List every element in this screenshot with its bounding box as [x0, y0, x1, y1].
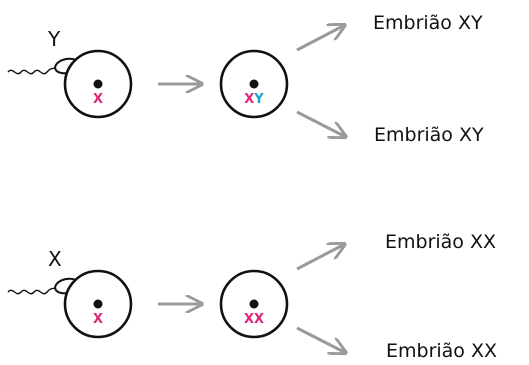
egg-nucleus [93, 299, 103, 309]
egg-chromosome-x: X [93, 92, 103, 107]
egg-chromosome-x: X [93, 312, 103, 327]
arrow-to-embryo-upper [296, 245, 343, 271]
sperm-label-y: Y [47, 27, 61, 51]
zygote-cell: XY [219, 49, 289, 119]
row-x-sperm: X X XX Embrião XX Embrião XX [7, 231, 497, 362]
egg-cell: X [63, 269, 133, 339]
embryo-label-lower: Embrião XY [374, 124, 484, 146]
egg-cell: X [63, 49, 133, 119]
embryo-label-upper: Embrião XY [373, 12, 483, 34]
sperm-label-x: X [48, 247, 62, 271]
embryo-label-upper: Embrião XX [385, 231, 496, 253]
embryo-label-lower: Embrião XX [386, 340, 497, 362]
arrow-to-embryo-lower [296, 326, 344, 352]
zygote-chromosomes: XY [244, 92, 264, 107]
zygote-nucleus [249, 299, 259, 309]
egg-nucleus [93, 79, 103, 89]
zygote-nucleus [249, 79, 259, 89]
arrow-to-embryo-lower [296, 110, 344, 136]
zygote-chromosomes: XX [244, 312, 264, 327]
row-y-sperm: Y X XY Embrião XY Embrião XY [7, 12, 484, 146]
arrow-to-embryo-upper [296, 26, 343, 52]
zygote-cell: XX [219, 269, 289, 339]
